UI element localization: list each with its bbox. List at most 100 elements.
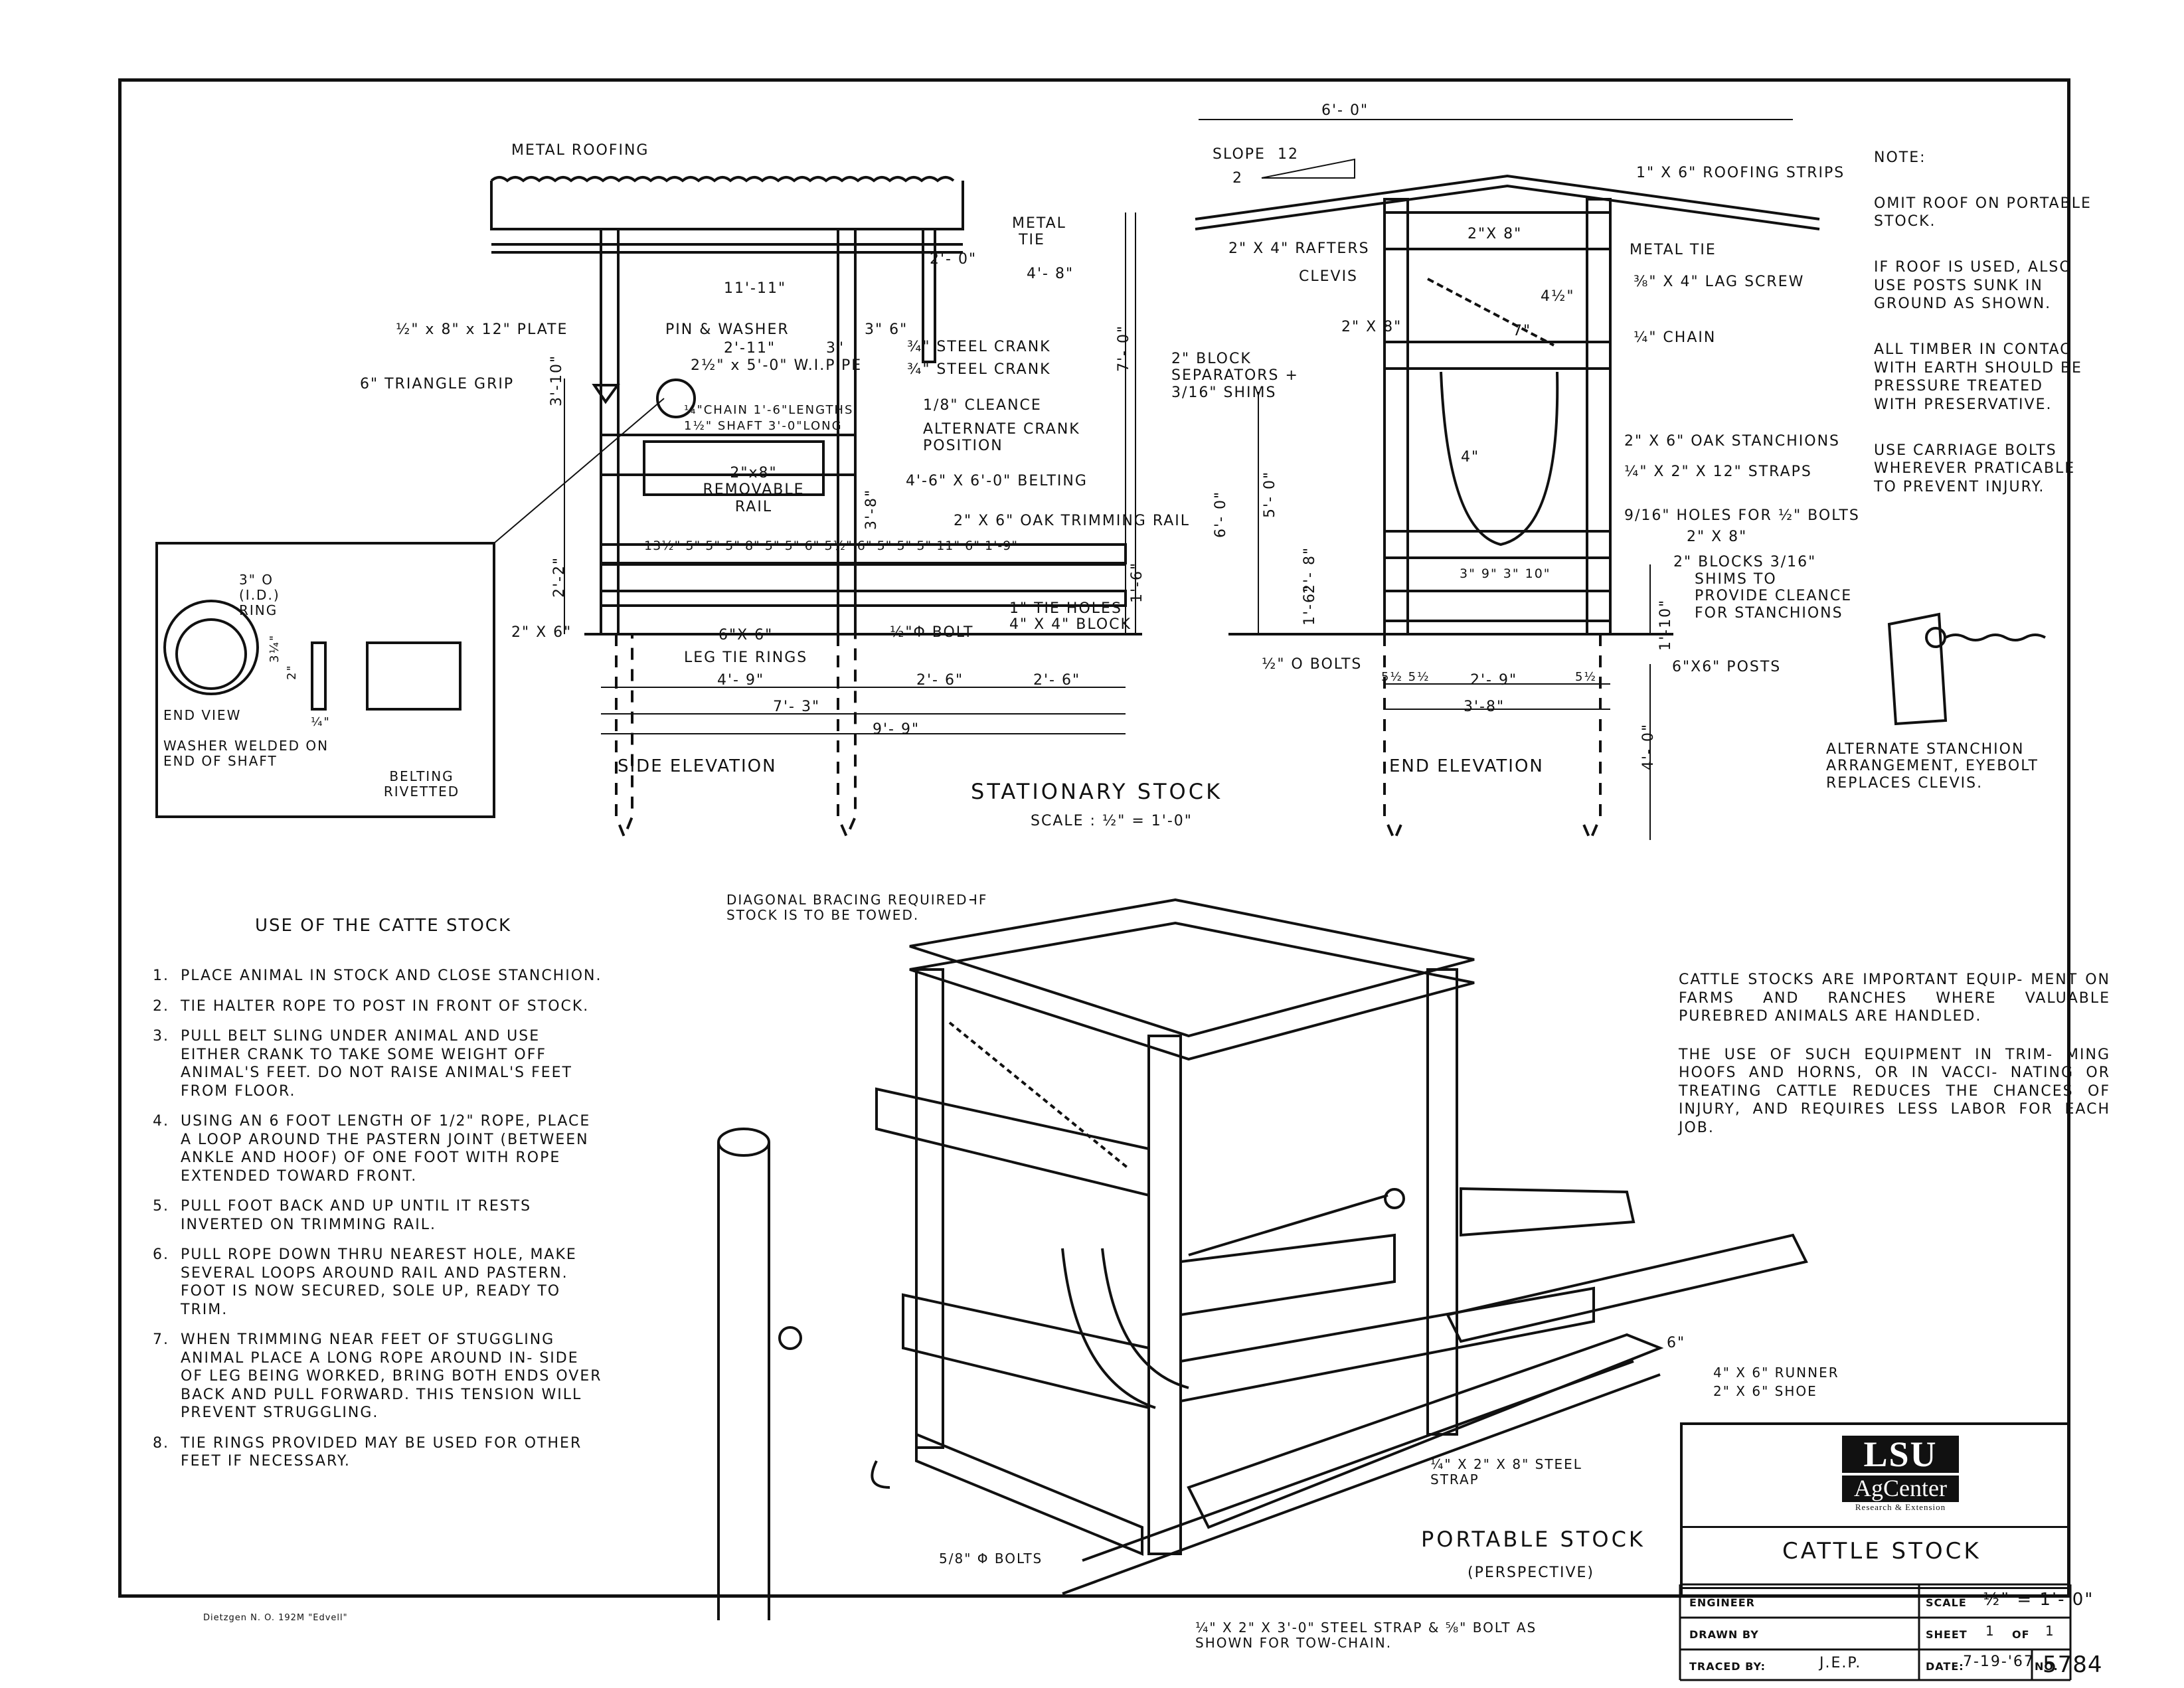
- of-label: OF: [2012, 1628, 2030, 1641]
- drawing-title: CATTLE STOCK: [1782, 1538, 1981, 1564]
- label-metal-roofing: METAL ROOFING: [511, 142, 649, 159]
- label-posts: 6"X6" POSTS: [1672, 659, 1782, 675]
- dim-2-6b: 2'- 6": [1033, 672, 1081, 689]
- label-bolt-half: ½"Φ BOLT: [890, 624, 974, 641]
- label-tie-holes: 1" TIE HOLES: [1009, 600, 1122, 617]
- dim-4-8: 4'- 8": [1027, 266, 1074, 282]
- label-tow-strap: ¼" X 2" X 3'-0" STEEL STRAP & ⅝" BOLT AS…: [1195, 1620, 1537, 1651]
- traced-by-value: J.E.P.: [1819, 1655, 1862, 1671]
- logo-sub: AgCenter: [1842, 1476, 1959, 1501]
- printer-mark: Dietzgen N. O. 192M "Edvell": [203, 1613, 348, 1623]
- drawn-by-label: DRAWN BY: [1689, 1628, 1759, 1641]
- stationary-scale: SCALE : ½" = 1'-0": [1031, 813, 1193, 829]
- logo-tag: Research & Extension: [1842, 1501, 1959, 1513]
- logo-main: LSU: [1842, 1436, 1959, 1473]
- label-shims: SHIMS TO PROVIDE CLEANCE FOR STANCHIONS: [1695, 571, 1853, 622]
- label-lag-screw: ⅜" X 4" LAG SCREW: [1634, 274, 1805, 290]
- end-elevation-title: END ELEVATION: [1389, 756, 1544, 776]
- label-straps: ¼" X 2" X 12" STRAPS: [1624, 464, 1812, 480]
- label-6x6: 6"X 6": [718, 627, 774, 643]
- label-rafters: 2" X 4" RAFTERS: [1228, 240, 1370, 257]
- label-leg-tie-rings: LEG TIE RINGS: [684, 649, 808, 666]
- detail-end-view: END VIEW: [163, 707, 242, 723]
- label-slope-2: 2: [1232, 170, 1243, 187]
- drawing-number-main: 5784: [2043, 1651, 2103, 1678]
- alt-stanchion-drawing: [1887, 612, 2046, 726]
- label-spacing: 13½" 5" 5" 5" 8" 5" 5" 6" 5½" 6" 5" 5" 5…: [644, 539, 1019, 553]
- sheet-label: SHEET: [1926, 1628, 1968, 1641]
- alt-stanchion-caption: ALTERNATE STANCHION ARRANGEMENT, EYEBOLT…: [1826, 741, 2039, 792]
- note-item: USE CARRIAGE BOLTS WHEREVER PRATICABLE T…: [1874, 442, 2076, 495]
- of-value: 1: [2045, 1623, 2055, 1639]
- label-triangle-grip: 6" TRIANGLE GRIP: [360, 376, 515, 392]
- scale-value: ½" = 1'- 0": [1983, 1590, 2094, 1610]
- use-step: 5.PULL FOOT BACK AND UP UNTIL IT RESTS I…: [153, 1198, 532, 1233]
- label-pin-washer: PIN & WASHER: [665, 321, 790, 338]
- use-step: 2.TIE HALTER ROPE TO POST IN FRONT OF ST…: [153, 997, 590, 1015]
- small-dims: 5½ 5½: [1381, 670, 1430, 684]
- dim-7-3: 7'- 3": [773, 699, 821, 715]
- engineer-label: ENGINEER: [1689, 1596, 1755, 1609]
- use-step: 4.USING AN 6 FOOT LENGTH OF 1/2" ROPE, P…: [153, 1113, 591, 1185]
- label-slope-12: 12: [1278, 146, 1299, 163]
- label-belting: 4'-6" X 6'-0" BELTING: [906, 473, 1088, 489]
- dim-5half: 5½: [1575, 670, 1597, 684]
- label-shoe: 2" X 6" SHOE: [1713, 1383, 1817, 1399]
- label-clevis: CLEVIS: [1299, 268, 1359, 285]
- dim-9-9: 9'- 9": [873, 721, 920, 738]
- dim-11-11: 11'-11": [724, 280, 787, 297]
- label-roofing-strips: 1" X 6" ROOFING STRIPS: [1636, 165, 1845, 181]
- notes-heading: NOTE:: [1874, 149, 1926, 166]
- use-step: 6.PULL ROPE DOWN THRU NEAREST HOLE, MAKE…: [153, 1246, 577, 1318]
- label-block: 4" X 4" BLOCK: [1009, 616, 1132, 633]
- label-removable-rail: 2"x8" REMOVABLE RAIL: [703, 465, 805, 515]
- label-steel-strap: ¼" X 2" X 8" STEEL STRAP: [1430, 1456, 1582, 1487]
- sheet-value: 1: [1985, 1623, 1995, 1639]
- detail-dim-quarter: ¼": [311, 715, 331, 729]
- note-item: IF ROOF IS USED, ALSO USE POSTS SUNK IN …: [1874, 259, 2072, 312]
- use-step: 3.PULL BELT SLING UNDER ANIMAL AND USE E…: [153, 1028, 572, 1100]
- engineer-row: [1683, 1587, 2070, 1590]
- detail-ring: 3" O (I.D.) RING: [239, 572, 280, 618]
- dim-2-11: 2'-11": [724, 340, 776, 357]
- title-block: LSU AgCenter Research & Extension CATTLE…: [1680, 1422, 2070, 1598]
- drawing-number-label: NO.: [2035, 1660, 2058, 1673]
- end-elevation-drawing: [1135, 119, 1820, 844]
- dim-2-6a: 2'- 6": [916, 672, 964, 689]
- detail-callout-drawing: [155, 398, 665, 818]
- label-top-2x8: 2"X 8": [1468, 226, 1523, 242]
- date-label: DATE:: [1926, 1660, 1964, 1673]
- note-item: OMIT ROOF ON PORTABLE STOCK.: [1874, 195, 2092, 230]
- label-runner: 4" X 6" RUNNER: [1713, 1365, 1839, 1381]
- description-para: CATTLE STOCKS ARE IMPORTANT EQUIP- MENT …: [1679, 971, 2110, 1025]
- label-plate: ½" x 8" x 12" PLATE: [396, 321, 568, 338]
- label-m-2x8: 2" X 8": [1341, 319, 1402, 335]
- dim-4-5: 4½": [1541, 288, 1575, 305]
- portable-stock-subtitle: (PERSPECTIVE): [1468, 1564, 1594, 1581]
- stationary-stock-title: STATIONARY STOCK: [971, 779, 1223, 804]
- dim-7: 7": [1513, 323, 1532, 339]
- label-end-metal-tie: METAL TIE: [1630, 242, 1717, 258]
- dim-3: 3": [826, 340, 845, 357]
- detail-belting: BELTING RIVETTED: [383, 768, 460, 800]
- description-block: CATTLE STOCKS ARE IMPORTANT EQUIP- MENT …: [1679, 971, 2110, 1157]
- use-step: 1.PLACE ANIMAL IN STOCK AND CLOSE STANCH…: [153, 968, 602, 984]
- portable-stock-drawing: [871, 898, 1808, 1595]
- side-elevation-title: SIDE ELEVATION: [618, 756, 777, 776]
- use-step: 8.TIE RINGS PROVIDED MAY BE USED FOR OTH…: [153, 1434, 582, 1470]
- drawing-sheet: [118, 78, 2070, 1598]
- scale-label: SCALE: [1926, 1596, 1967, 1609]
- label-blocks: 2" BLOCKS 3/16": [1673, 554, 1817, 570]
- dim-4-9: 4'- 9": [717, 672, 765, 689]
- label-shaft: 1½" SHAFT 3'-0"LONG: [684, 419, 843, 433]
- title-row: [1683, 1526, 2070, 1528]
- label-m-2x8b: 2" X 8": [1687, 529, 1748, 545]
- label-clearance: 1/8" CLEANCE: [923, 397, 1042, 414]
- use-steps: 1.PLACE ANIMAL IN STOCK AND CLOSE STANCH…: [153, 967, 604, 1483]
- label-alt-crank: ALTERNATE CRANK POSITION: [923, 421, 1080, 455]
- label-bracing: DIAGONAL BRACING REQUIRED IF STOCK IS TO…: [726, 892, 988, 923]
- dim-6-0: 6'- 0": [1321, 102, 1369, 119]
- label-steel-crank-1: ¾" STEEL CRANK: [907, 339, 1051, 355]
